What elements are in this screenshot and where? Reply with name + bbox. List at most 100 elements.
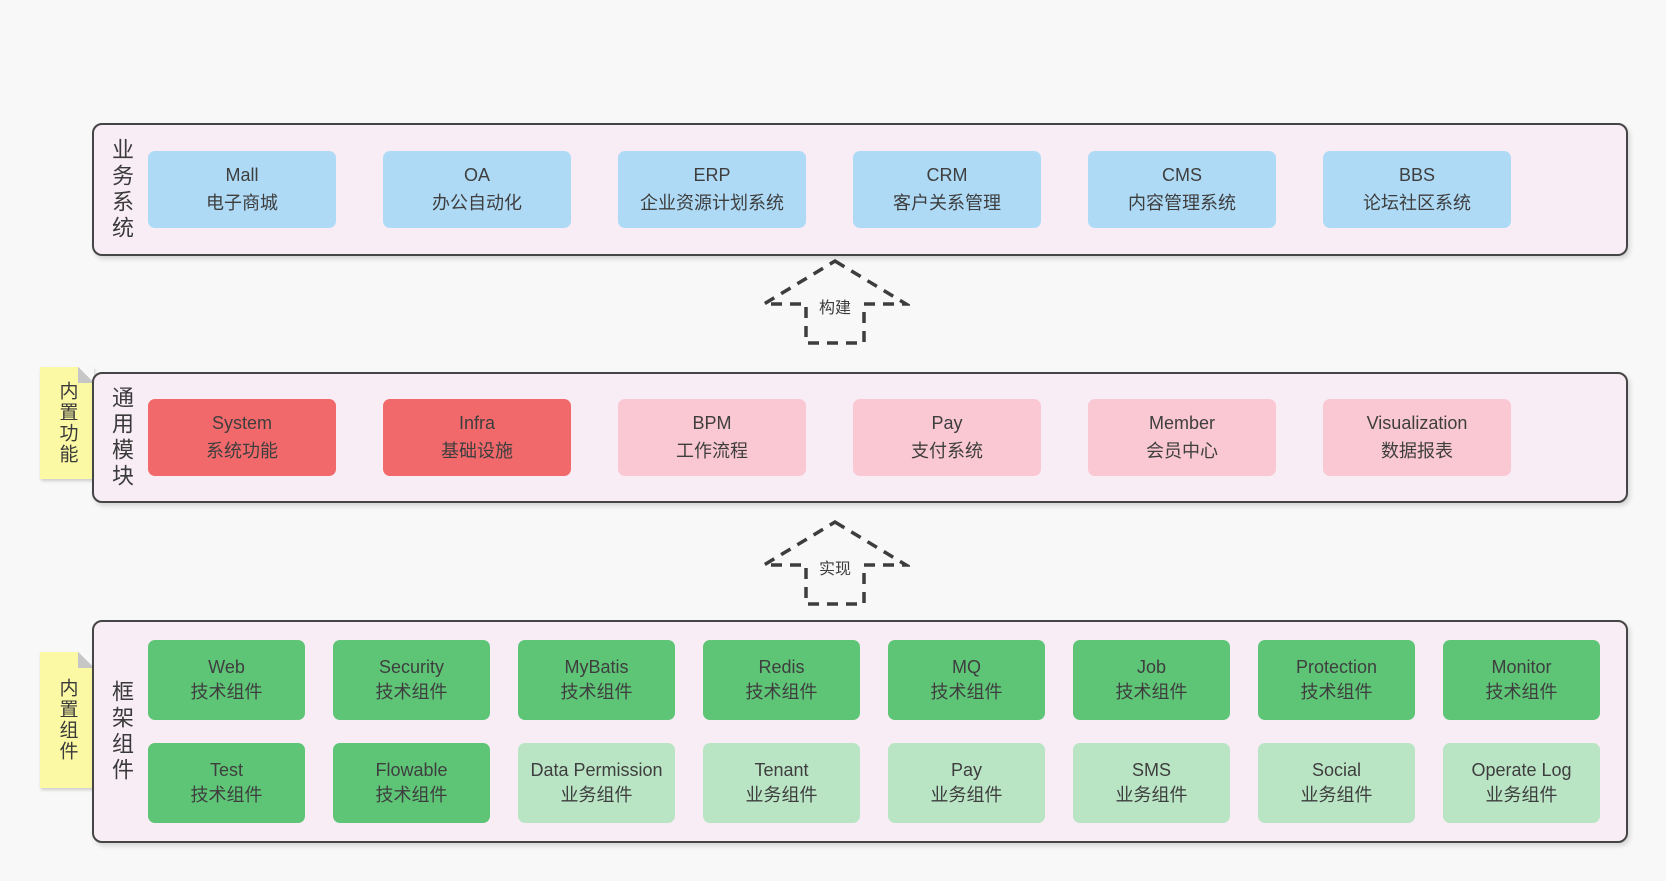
box-data-permission: Data Permission 业务组件 [518,743,675,823]
layer-common-modules: 通用模块 System 系统功能 Infra 基础设施 BPM 工作流程 Pay… [92,372,1628,503]
box-web: Web 技术组件 [148,640,305,720]
box-social: Social 业务组件 [1258,743,1415,823]
box-pay-component: Pay 业务组件 [888,743,1045,823]
layer-framework-components: 框架组件 Web 技术组件 Security 技术组件 MyBatis 技术组件… [92,620,1628,843]
framework-row-2: Test 技术组件 Flowable 技术组件 Data Permission … [148,743,1626,823]
box-flowable: Flowable 技术组件 [333,743,490,823]
box-subtitle: 支付系统 [911,440,983,461]
box-subtitle: 电子商城 [206,192,278,213]
box-title: OA [463,164,490,185]
box-protection: Protection 技术组件 [1258,640,1415,720]
box-test: Test 技术组件 [148,743,305,823]
box-subtitle: 技术组件 [560,682,633,702]
box-bbs: BBS 论坛社区系统 [1323,151,1511,228]
box-title: Infra [458,412,496,433]
box-visualization: Visualization 数据报表 [1323,399,1511,476]
box-subtitle: 基础设施 [441,440,513,461]
box-subtitle: 工作流程 [676,440,748,461]
box-subtitle: 技术组件 [375,785,448,805]
business-boxes-row: Mall 电子商城 OA 办公自动化 ERP 企业资源计划系统 CRM 客户关系… [148,125,1626,254]
box-subtitle: 业务组件 [745,785,818,805]
layer-label-text: 业务系统 [109,137,134,242]
box-mq: MQ 技术组件 [888,640,1045,720]
box-job: Job 技术组件 [1073,640,1230,720]
box-subtitle: 技术组件 [930,682,1003,702]
box-subtitle: 办公自动化 [432,192,522,213]
arrow-implement: 实现 [760,519,910,607]
box-subtitle: 技术组件 [1485,682,1558,702]
box-member: Member 会员中心 [1088,399,1276,476]
box-title: Operate Log [1471,759,1572,780]
layer-business-systems: 业务系统 Mall 电子商城 OA 办公自动化 ERP 企业资源计划系统 CRM… [92,123,1628,256]
sticky-note-text: 内置功能 [56,381,78,465]
box-title: MyBatis [564,656,629,677]
sticky-note-builtin-components: 内置组件 [40,652,94,788]
box-tenant: Tenant 业务组件 [703,743,860,823]
arrow-build: 构建 [760,258,910,346]
box-title: Data Permission [530,759,663,780]
box-title: SMS [1131,759,1171,780]
box-title: Member [1148,412,1215,433]
sticky-note-text: 内置组件 [56,678,78,762]
module-boxes-row: System 系统功能 Infra 基础设施 BPM 工作流程 Pay 支付系统… [148,374,1626,501]
box-title: BPM [692,412,732,433]
box-crm: CRM 客户关系管理 [853,151,1041,228]
box-title: Protection [1295,656,1378,677]
box-title: System [211,412,272,433]
box-subtitle: 企业资源计划系统 [640,192,784,213]
box-subtitle: 技术组件 [190,682,263,702]
layer-label-modules: 通用模块 [94,374,148,501]
box-subtitle: 业务组件 [930,785,1003,805]
layer-label-framework: 框架组件 [94,622,148,841]
box-subtitle: 系统功能 [206,440,278,461]
framework-row-1: Web 技术组件 Security 技术组件 MyBatis 技术组件 Redi… [148,640,1626,720]
box-bpm: BPM 工作流程 [618,399,806,476]
box-cms: CMS 内容管理系统 [1088,151,1276,228]
arrow-label: 构建 [814,293,856,319]
box-monitor: Monitor 技术组件 [1443,640,1600,720]
box-erp: ERP 企业资源计划系统 [618,151,806,228]
box-title: CMS [1162,164,1202,185]
box-title: Monitor [1491,656,1552,677]
box-title: Web [208,656,245,677]
box-title: ERP [693,164,731,185]
arrow-label: 实现 [814,554,856,580]
box-subtitle: 业务组件 [1485,785,1558,805]
box-title: MQ [952,656,981,677]
box-title: Redis [758,656,805,677]
box-title: Security [378,656,445,677]
box-subtitle: 数据报表 [1381,440,1453,461]
box-title: CRM [926,164,968,185]
box-title: Pay [931,412,963,433]
box-title: Social [1311,759,1362,780]
box-infra: Infra 基础设施 [383,399,571,476]
box-subtitle: 技术组件 [1300,682,1373,702]
box-pay: Pay 支付系统 [853,399,1041,476]
box-title: BBS [1398,164,1436,185]
box-mall: Mall 电子商城 [148,151,336,228]
box-subtitle: 技术组件 [1115,682,1188,702]
layer-label-text: 框架组件 [109,679,134,784]
box-title: Job [1136,656,1167,677]
box-title: Mall [225,164,259,185]
box-redis: Redis 技术组件 [703,640,860,720]
box-subtitle: 技术组件 [190,785,263,805]
box-title: Visualization [1366,412,1468,433]
sticky-note-builtin-features: 内置功能 [40,367,94,479]
box-title: Pay [950,759,983,780]
box-operate-log: Operate Log 业务组件 [1443,743,1600,823]
layer-label-business: 业务系统 [94,125,148,254]
box-system: System 系统功能 [148,399,336,476]
box-oa: OA 办公自动化 [383,151,571,228]
box-subtitle: 技术组件 [375,682,448,702]
box-sms: SMS 业务组件 [1073,743,1230,823]
layer-label-text: 通用模块 [109,385,134,490]
box-title: Tenant [754,759,809,780]
box-subtitle: 业务组件 [560,785,633,805]
box-mybatis: MyBatis 技术组件 [518,640,675,720]
box-subtitle: 业务组件 [1300,785,1373,805]
box-subtitle: 客户关系管理 [893,192,1001,213]
box-subtitle: 论坛社区系统 [1363,192,1471,213]
box-title: Test [209,759,243,780]
box-subtitle: 技术组件 [745,682,818,702]
